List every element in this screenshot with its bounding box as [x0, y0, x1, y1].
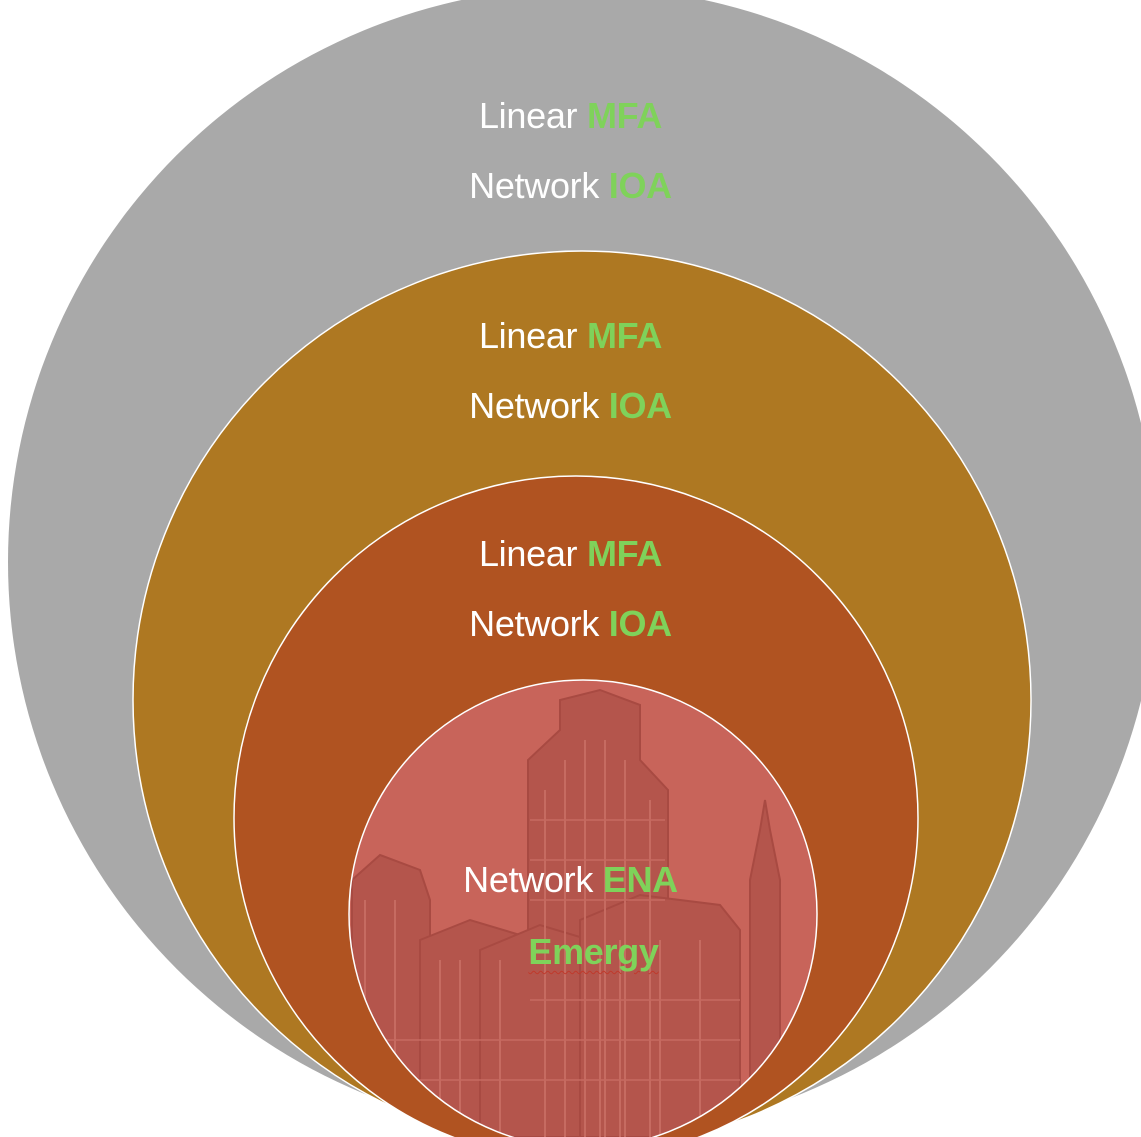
second-ring-line-2-word: Network — [469, 385, 600, 426]
outer-ring-line-2: Network IOA — [0, 168, 1141, 204]
third-ring-line-2-accent: IOA — [608, 603, 672, 644]
third-ring-line-2-word: Network — [469, 603, 600, 644]
center-line-1: Network ENA — [0, 862, 1141, 898]
outer-ring-line-1-accent: MFA — [586, 95, 663, 136]
second-ring-line-1-word: Linear — [478, 315, 578, 356]
outer-ring-line-2-accent: IOA — [608, 165, 672, 206]
center-line-2-accent: Emergy — [528, 931, 659, 972]
second-ring-line-2-accent: IOA — [608, 385, 672, 426]
outer-ring-line-1-word: Linear — [478, 95, 578, 136]
outer-ring-line-1: Linear MFA — [0, 98, 1141, 134]
outer-ring-line-2-word: Network — [469, 165, 600, 206]
inner-city-circle — [348, 679, 818, 1137]
third-ring-line-1-word: Linear — [478, 533, 578, 574]
third-ring-line-1-accent: MFA — [586, 533, 663, 574]
second-ring-line-1-accent: MFA — [586, 315, 663, 356]
second-ring-line-2: Network IOA — [0, 388, 1141, 424]
center-line-1-accent: ENA — [602, 859, 678, 900]
center-line-1-word: Network — [463, 859, 594, 900]
center-line-2: Emergy — [0, 934, 1141, 970]
third-ring-line-2: Network IOA — [0, 606, 1141, 642]
second-ring-line-1: Linear MFA — [0, 318, 1141, 354]
third-ring-line-1: Linear MFA — [0, 536, 1141, 572]
